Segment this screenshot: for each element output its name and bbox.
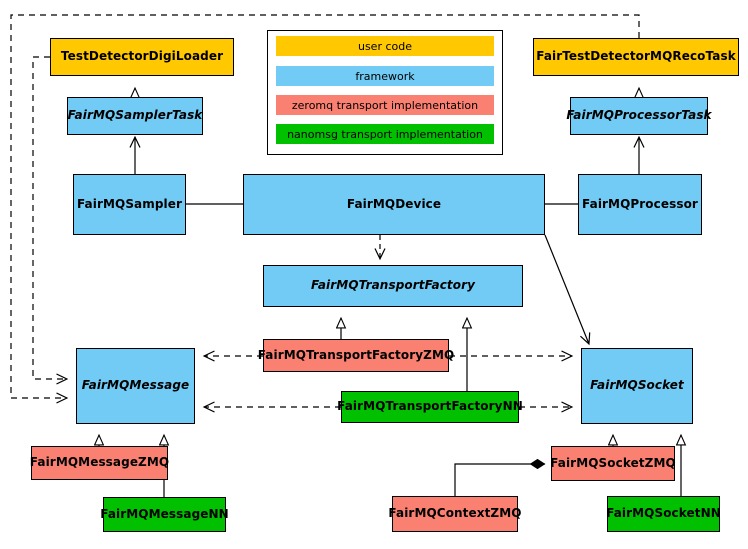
class-label: FairMQContextZMQ <box>388 506 522 521</box>
class-label: FairMQSamplerTask <box>67 108 203 123</box>
class-label: FairTestDetectorMQRecoTask <box>536 49 736 64</box>
class-label: TestDetectorDigiLoader <box>60 49 224 64</box>
class-label: FairMQMessageZMQ <box>29 455 170 470</box>
class-node-fairmqtransportfactory[interactable]: FairMQTransportFactory <box>263 265 523 307</box>
class-label: FairMQMessage <box>81 378 190 393</box>
legend-item-zeromq: zeromq transport implementation <box>276 95 494 115</box>
class-node-fairmqmessage[interactable]: FairMQMessage <box>76 348 195 424</box>
class-node-fairmqtransportfactorynn[interactable]: FairMQTransportFactoryNN <box>337 391 523 423</box>
legend-item-framework: framework <box>276 66 494 86</box>
class-node-fairmqprocessor[interactable]: FairMQProcessor <box>578 174 702 235</box>
edge-device-socket <box>544 234 589 344</box>
class-label: FairMQSocket <box>590 378 684 393</box>
class-node-fairmqcontextzmq[interactable]: FairMQContextZMQ <box>388 496 521 532</box>
class-label: FairMQSocketZMQ <box>550 455 676 470</box>
class-node-fairmqsampler[interactable]: FairMQSampler <box>73 174 186 235</box>
legend-item-user-code: user code <box>276 36 494 56</box>
class-node-fairtestdetectormqrecotask[interactable]: FairTestDetectorMQRecoTask <box>533 38 739 76</box>
class-label: FairMQProcessor <box>582 196 698 211</box>
class-label: FairMQProcessorTask <box>566 108 712 123</box>
class-node-fairmqsamplertask[interactable]: FairMQSamplerTask <box>67 97 203 135</box>
edge-contextzmq-socketzmq <box>454 464 545 496</box>
edge-digiloader-message <box>32 56 67 379</box>
legend-label-zeromq: zeromq transport implementation <box>291 98 479 112</box>
edge-recotask-message <box>10 14 640 398</box>
class-label: FairMQMessageNN <box>100 506 229 521</box>
class-label: FairMQSampler <box>76 196 183 211</box>
class-node-fairmqsocketnn[interactable]: FairMQSocketNN <box>606 496 721 532</box>
legend-label-framework: framework <box>355 69 415 83</box>
legend-item-nanomsg: nanomsg transport implementation <box>276 124 494 144</box>
class-label: FairMQDevice <box>346 196 442 211</box>
class-node-fairmqmessagezmq[interactable]: FairMQMessageZMQ <box>29 446 170 480</box>
legend-label-user-code: user code <box>357 39 413 53</box>
class-label: FairMQTransportFactoryZMQ <box>257 347 455 362</box>
class-node-fairmqsocket[interactable]: FairMQSocket <box>581 348 693 424</box>
class-label: FairMQTransportFactoryNN <box>337 399 523 414</box>
class-node-fairmqdevice[interactable]: FairMQDevice <box>243 174 545 235</box>
class-node-fairmqsocketzmq[interactable]: FairMQSocketZMQ <box>550 446 676 481</box>
class-label: FairMQTransportFactory <box>310 278 476 293</box>
class-node-fairmqtransportfactoryzmq[interactable]: FairMQTransportFactoryZMQ <box>258 339 454 372</box>
class-node-fairmqprocessortask[interactable]: FairMQProcessorTask <box>566 97 712 135</box>
legend-label-nanomsg: nanomsg transport implementation <box>287 127 483 141</box>
class-node-fairmqmessagenn[interactable]: FairMQMessageNN <box>100 497 229 532</box>
class-label: FairMQSocketNN <box>606 506 721 521</box>
class-node-testdetectordigiloader[interactable]: TestDetectorDigiLoader <box>50 38 234 76</box>
